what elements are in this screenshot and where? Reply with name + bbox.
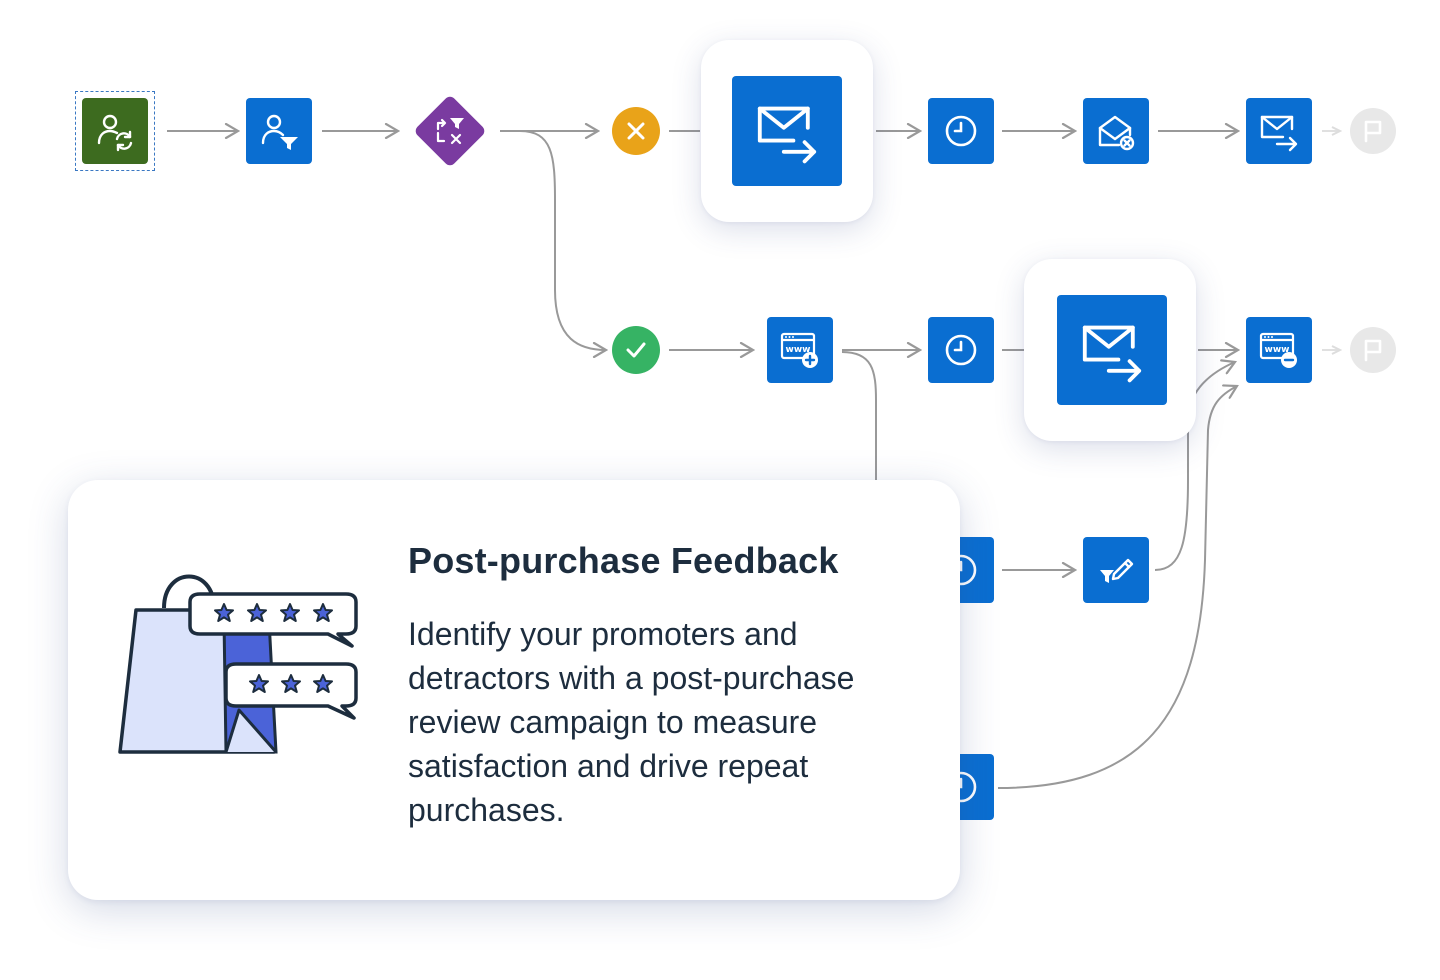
end-node-middle[interactable] [1350,327,1396,373]
wait-clock-icon [945,334,977,366]
user-filter-icon [261,114,298,150]
send-email-node-top-2[interactable] [1246,98,1312,164]
remove-from-website-node[interactable]: www [1246,317,1312,383]
start-node-selection [75,91,155,171]
email-step-card-middle [1024,259,1196,441]
remove-website-icon: www [1259,332,1297,368]
send-email-icon [757,106,817,164]
check-icon [626,342,646,358]
send-email-node-top[interactable] [732,76,842,186]
send-email-icon [1260,115,1298,152]
card-description: Identify your promoters and detractors w… [408,616,855,828]
end-flag-icon [1364,339,1382,362]
add-to-website-node[interactable]: www [767,317,833,383]
wait-clock-icon [945,115,977,147]
connector [1154,362,1235,571]
send-email-icon [1082,325,1142,383]
add-website-icon: www [780,332,818,368]
send-email-node-middle[interactable] [1057,295,1167,405]
end-node-top[interactable] [1350,108,1396,154]
close-icon [627,122,645,140]
success-branch-node[interactable] [612,326,660,374]
split-filter-icon [436,118,464,145]
user-sync-icon [97,114,133,152]
email-opened-condition-node[interactable] [1083,98,1149,164]
svg-text:www: www [786,345,811,355]
svg-text:www: www [1265,345,1290,355]
connector [841,351,877,480]
email-opened-not-icon [1098,115,1135,151]
shopping-bag-reviews-illustration [118,574,358,754]
audience-filter-node[interactable] [246,98,312,164]
card-title: Post-purchase Feedback [408,540,839,581]
wait-node-top[interactable] [928,98,994,164]
fail-branch-node[interactable] [612,107,660,155]
end-flag-icon [1364,120,1382,143]
template-info-card: Post-purchase Feedback Identify your pro… [68,480,960,900]
filter-edit-node[interactable] [1083,537,1149,603]
start-node[interactable] [82,98,148,164]
filter-edit-icon [1100,558,1134,583]
connector [997,386,1237,789]
wait-node-middle[interactable] [928,317,994,383]
connector [519,130,606,350]
email-step-card-top [701,40,873,222]
